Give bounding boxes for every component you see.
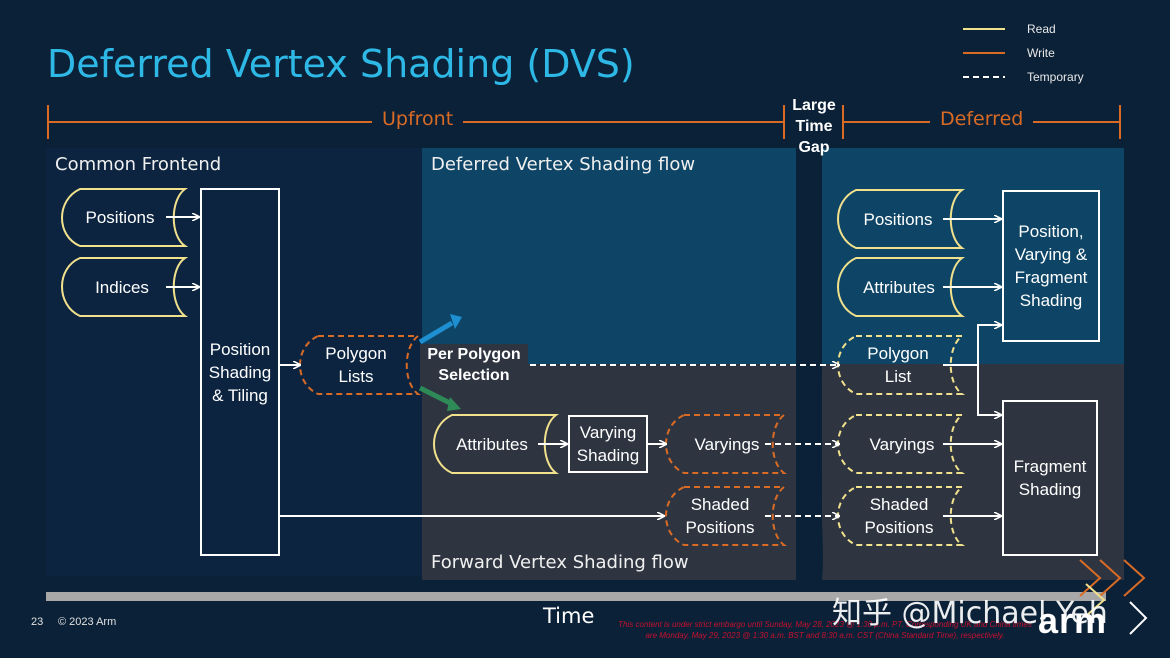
polygon-lists-label: Polygon Lists [325,344,387,386]
attributes-fwd-shape [433,414,560,474]
dvs-flow-panel [422,148,796,364]
section-common-frontend: Common Frontend [55,154,222,175]
arm-logo: arm [1038,600,1108,641]
fragment-shading-box: Fragment Shading [1002,400,1098,556]
varyings-def-shape [837,414,966,474]
deferred-upper-panel [822,148,1124,364]
shaded-positions-def-label: Shaded Positions [864,495,934,537]
phase-deferred: Deferred [930,108,1034,130]
indices-in-shape [61,257,189,317]
page-number: 23 [31,616,44,628]
indices-in-label: Indices [95,277,149,297]
polygon-lists-shape [299,335,422,395]
varyings-fwd-shape [665,414,788,474]
time-gap-band [796,148,823,580]
varyings-def-label: Varyings [869,434,935,454]
position-shading-tiling-box: Position Shading & Tiling [200,188,280,556]
arrow-polygon-list-to-fragment [977,365,1001,415]
copyright: © 2023 Arm [58,616,117,628]
shaded-positions-fwd-shape [665,486,788,546]
time-axis-bar [46,592,1106,601]
attributes-def-label: Attributes [863,277,935,297]
varyings-fwd-label: Varyings [694,434,760,454]
positions-in-label: Positions [85,208,155,227]
per-polygon-selection-label: Per Polygon Selection [420,344,528,386]
varying-shading-box: Varying Shading [568,415,648,473]
positions-in-shape [61,188,189,247]
arrow-polygon-list-to-pvf [943,325,1001,366]
common-frontend-panel [46,148,422,576]
time-axis-chevrons [1079,559,1148,635]
legend-write-label: Write [1027,46,1055,60]
positions-def-shape [837,189,966,249]
slide-title: Deferred Vertex Shading (DVS) [47,42,635,86]
legend-temporary-label: Temporary [1027,70,1084,84]
section-forward-flow: Forward Vertex Shading flow [431,552,689,573]
pvf-shading-box: Position, Varying & Fragment Shading [1002,190,1100,342]
attributes-fwd-label: Attributes [456,434,528,454]
attributes-def-shape [837,257,966,317]
polygon-list-def-shape [837,335,966,395]
section-dvs-flow: Deferred Vertex Shading flow [431,154,696,175]
phase-upfront: Upfront [372,108,464,130]
legend-read-label: Read [1027,22,1056,36]
embargo-notice: This content is under strict embargo unt… [618,620,1032,640]
time-axis-label: Time [543,604,595,628]
watermark: 知乎 @Michael Yeh [832,596,1108,631]
phase-time-gap: Large Time Gap [792,97,836,156]
positions-def-label: Positions [863,209,933,229]
selection-branch-arrows [418,314,462,411]
polygon-list-def-label: Polygon List [867,344,929,386]
shaded-positions-def-shape [837,486,966,546]
shaded-positions-fwd-label: Shaded Positions [685,495,755,537]
